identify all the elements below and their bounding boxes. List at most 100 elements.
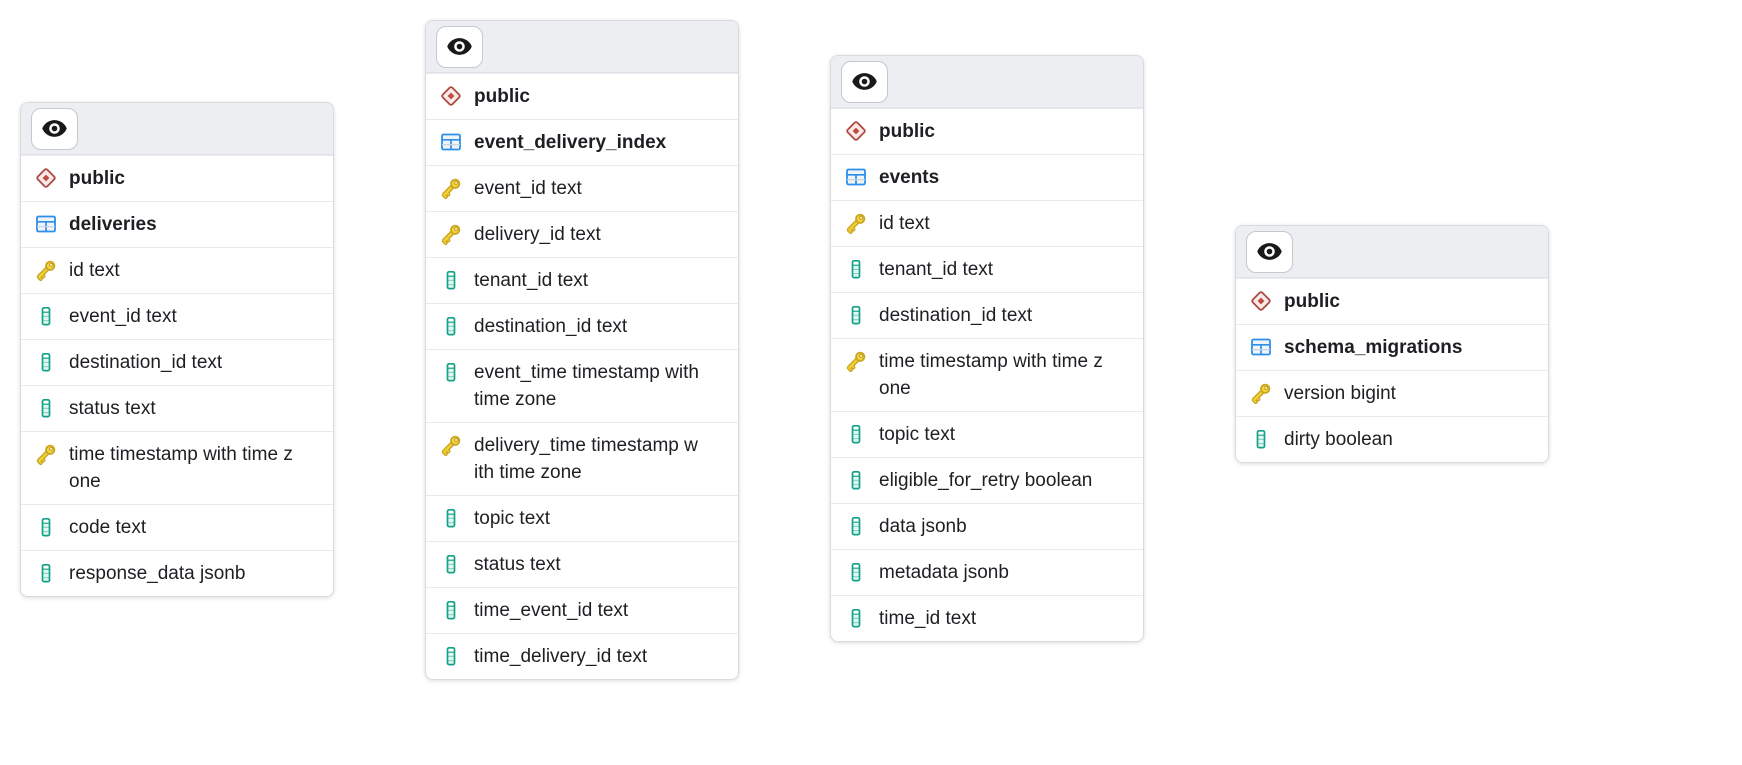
schema-diamond-icon	[1249, 289, 1273, 313]
column-row-label: dirty boolean	[1284, 429, 1393, 450]
column-icon	[34, 304, 58, 328]
column-icon	[844, 514, 868, 538]
column-row: time_delivery_id text	[426, 633, 738, 679]
visibility-toggle-button[interactable]	[1246, 230, 1293, 273]
column-row-label: metadata jsonb	[879, 562, 1009, 583]
column-row: dirty boolean	[1236, 416, 1548, 462]
column-row: eligible_for_retry boolean	[831, 457, 1143, 503]
column-row: status text	[426, 541, 738, 587]
table-name-row: schema_migrations	[1236, 324, 1548, 370]
table-card-event-delivery-index[interactable]: public event_delivery_index event_id text d…	[425, 20, 739, 680]
column-icon	[844, 422, 868, 446]
column-icon	[439, 598, 463, 622]
table-name-row-label: events	[879, 167, 940, 188]
visibility-toggle-button[interactable]	[841, 60, 888, 103]
schema-row-label: public	[69, 168, 125, 189]
schema-row: public	[21, 155, 333, 201]
table-card-events[interactable]: public events id text tenant_id text destina…	[830, 55, 1144, 642]
primary-key-icon	[439, 433, 463, 457]
column-row-label: id text	[69, 260, 120, 281]
column-row-label: time timestamp with time zone	[69, 444, 293, 492]
column-icon	[439, 644, 463, 668]
column-row-label: tenant_id text	[879, 259, 994, 280]
column-row-label: status text	[474, 554, 561, 575]
card-header[interactable]	[831, 56, 1143, 108]
primary-key-icon	[439, 176, 463, 200]
column-row: id text	[21, 247, 333, 293]
table-name-row-label: deliveries	[69, 214, 157, 235]
column-row-label: tenant_id text	[474, 270, 589, 291]
column-icon	[34, 561, 58, 585]
schema-row: public	[426, 73, 738, 119]
visibility-toggle-button[interactable]	[31, 107, 78, 150]
column-row-label: time_id text	[879, 608, 977, 629]
column-row-label: event_id text	[69, 306, 177, 327]
column-row: event_id text	[426, 165, 738, 211]
column-row-label: response_data jsonb	[69, 563, 246, 584]
column-row: time_id text	[831, 595, 1143, 641]
column-row: metadata jsonb	[831, 549, 1143, 595]
column-icon	[844, 606, 868, 630]
column-icon	[1249, 427, 1273, 451]
table-name-row: events	[831, 154, 1143, 200]
schema-row: public	[831, 108, 1143, 154]
column-row: delivery_id text	[426, 211, 738, 257]
column-icon	[439, 268, 463, 292]
primary-key-icon	[844, 349, 868, 373]
column-row-label: event_time timestamp with time zone	[474, 362, 699, 410]
eye-icon	[851, 68, 878, 95]
column-row-label: time_event_id text	[474, 600, 629, 621]
column-icon	[844, 257, 868, 281]
card-header[interactable]	[21, 103, 333, 155]
column-icon	[844, 303, 868, 327]
schema-diamond-icon	[34, 166, 58, 190]
schema-diamond-icon	[844, 119, 868, 143]
column-row-label: topic text	[879, 424, 956, 445]
table-grid-icon	[34, 212, 58, 236]
column-row-label: data jsonb	[879, 516, 967, 537]
column-row-label: delivery_id text	[474, 224, 601, 245]
column-row: topic text	[426, 495, 738, 541]
column-icon	[34, 350, 58, 374]
column-row: time timestamp with time zone	[21, 431, 333, 504]
column-row: topic text	[831, 411, 1143, 457]
primary-key-icon	[34, 442, 58, 466]
schema-row: public	[1236, 278, 1548, 324]
table-grid-icon	[439, 130, 463, 154]
column-row: destination_id text	[831, 292, 1143, 338]
column-row: code text	[21, 504, 333, 550]
primary-key-icon	[844, 211, 868, 235]
column-row: delivery_time timestamp with time zone	[426, 422, 738, 495]
table-name-row-label: schema_migrations	[1284, 337, 1463, 358]
column-row: status text	[21, 385, 333, 431]
table-grid-icon	[844, 165, 868, 189]
column-icon	[439, 360, 463, 384]
table-name-row: event_delivery_index	[426, 119, 738, 165]
primary-key-icon	[1249, 381, 1273, 405]
column-icon	[844, 468, 868, 492]
column-row-label: delivery_time timestamp with time zone	[474, 435, 698, 483]
table-grid-icon	[1249, 335, 1273, 359]
table-name-row-label: event_delivery_index	[474, 132, 667, 153]
column-row: version bigint	[1236, 370, 1548, 416]
visibility-toggle-button[interactable]	[436, 25, 483, 68]
column-row: tenant_id text	[426, 257, 738, 303]
eye-icon	[446, 33, 473, 60]
card-header[interactable]	[426, 21, 738, 73]
eye-icon	[1256, 238, 1283, 265]
column-icon	[844, 560, 868, 584]
column-icon	[34, 396, 58, 420]
column-row: id text	[831, 200, 1143, 246]
column-icon	[34, 515, 58, 539]
table-name-row: deliveries	[21, 201, 333, 247]
eye-icon	[41, 115, 68, 142]
card-header[interactable]	[1236, 226, 1548, 278]
column-row-label: id text	[879, 213, 930, 234]
column-icon	[439, 506, 463, 530]
column-row: event_time timestamp with time zone	[426, 349, 738, 422]
schema-row-label: public	[474, 86, 530, 107]
column-row-label: topic text	[474, 508, 551, 529]
